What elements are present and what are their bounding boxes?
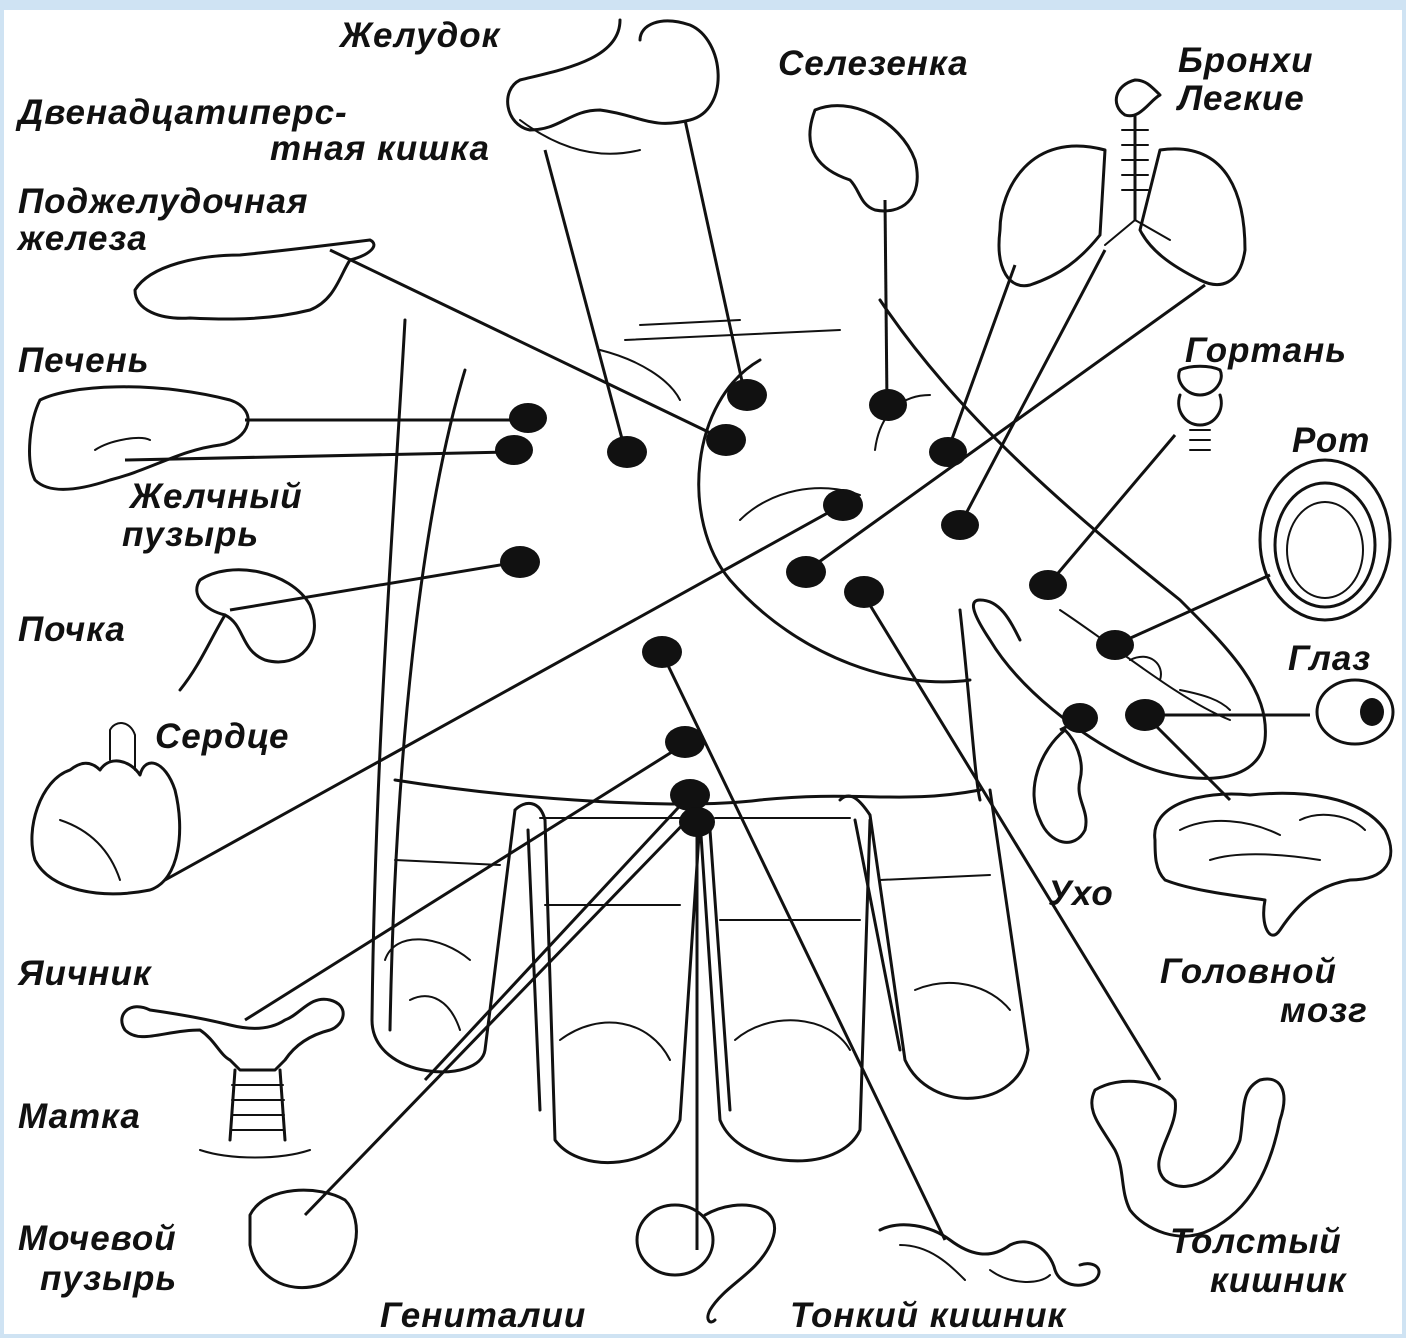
genitals-icon	[637, 1205, 775, 1322]
pointer-small-intestine	[663, 655, 945, 1240]
label-eye: Глаз	[1288, 639, 1371, 678]
point-small-intestine	[642, 636, 682, 668]
point-ear	[1062, 703, 1098, 733]
pointer-duodenum	[545, 150, 625, 450]
label-brain-line2: мозг	[1280, 991, 1368, 1030]
pointer-spleen	[885, 200, 887, 405]
uterus-icon	[122, 999, 343, 1157]
spleen-icon	[810, 106, 917, 211]
point-heart	[823, 489, 863, 521]
pointer-large-intestine	[862, 592, 1160, 1080]
point-gallbladder	[495, 435, 533, 465]
liver-icon	[30, 387, 249, 490]
label-duodenum-line1: Двенадцатиперс-	[15, 93, 348, 132]
point-duodenum	[607, 436, 647, 468]
label-bladder-line2: пузырь	[40, 1259, 177, 1298]
point-pancreas	[706, 424, 746, 456]
small-intestine-icon	[880, 1225, 1099, 1285]
point-ovary	[665, 726, 705, 758]
point-liver	[509, 403, 547, 433]
pointer-kidney	[230, 562, 518, 610]
label-mouth: Рот	[1292, 421, 1370, 460]
kidney-icon	[180, 570, 314, 690]
bladder-icon	[250, 1190, 356, 1287]
eye-icon	[1317, 680, 1393, 744]
point-bronchi	[786, 556, 826, 588]
point-mouth	[1096, 630, 1134, 660]
pancreas-icon	[135, 240, 374, 319]
point-genitals	[679, 807, 715, 837]
point-eye	[1125, 699, 1165, 731]
label-bronchi: Бронхи	[1178, 41, 1314, 80]
pointer-brain	[1150, 720, 1230, 800]
label-small-intestine: Тонкий кишник	[790, 1296, 1068, 1335]
label-ear: Ухо	[1048, 874, 1114, 913]
large-intestine-icon	[1092, 1079, 1284, 1236]
pointer-ovary	[245, 745, 683, 1020]
label-bladder-line1: Мочевой	[18, 1219, 177, 1258]
larynx-icon	[1179, 366, 1222, 450]
pointer-bronchi	[805, 285, 1205, 572]
label-large-intestine-line1: Толстый	[1170, 1222, 1342, 1261]
point-kidney	[500, 546, 540, 578]
point-larynx	[1029, 570, 1067, 600]
pointer-stomach	[685, 120, 745, 395]
label-liver: Печень	[18, 341, 150, 380]
point-lungs	[929, 437, 967, 467]
pointer-larynx	[1048, 435, 1175, 585]
label-stomach: Желудок	[338, 16, 502, 55]
label-spleen: Селезенка	[778, 44, 969, 83]
label-heart: Сердце	[155, 717, 290, 756]
label-pancreas-line2: железа	[16, 219, 148, 258]
ear-icon	[1034, 730, 1086, 842]
label-pancreas-line1: Поджелудочная	[18, 182, 309, 221]
label-brain-line1: Головной	[1160, 952, 1337, 991]
label-lungs: Легкие	[1175, 79, 1305, 118]
pointer-mouth	[1115, 575, 1270, 645]
point-stomach	[727, 379, 767, 411]
label-kidney: Почка	[18, 610, 126, 649]
label-uterus: Матка	[18, 1097, 141, 1136]
label-genitals: Гениталии	[380, 1296, 586, 1335]
label-gallbladder-line1: Желчный	[128, 477, 303, 516]
point-uterus	[670, 779, 710, 811]
mouth-icon	[1260, 460, 1390, 620]
pointer-uterus	[425, 795, 690, 1080]
pointer-bladder	[305, 812, 695, 1215]
point-large-intestine	[844, 576, 884, 608]
reflex-points	[495, 379, 1165, 837]
label-larynx: Гортань	[1185, 331, 1347, 370]
point-bronchi-lower	[941, 510, 979, 540]
label-duodenum-line2: тная кишка	[270, 129, 490, 168]
pointer-lungs-right	[960, 250, 1105, 525]
label-gallbladder-line2: пузырь	[122, 515, 259, 554]
brain-icon	[1155, 793, 1391, 935]
point-spleen	[869, 389, 907, 421]
label-large-intestine-line2: кишник	[1210, 1261, 1348, 1300]
label-ovary: Яичник	[17, 954, 153, 993]
